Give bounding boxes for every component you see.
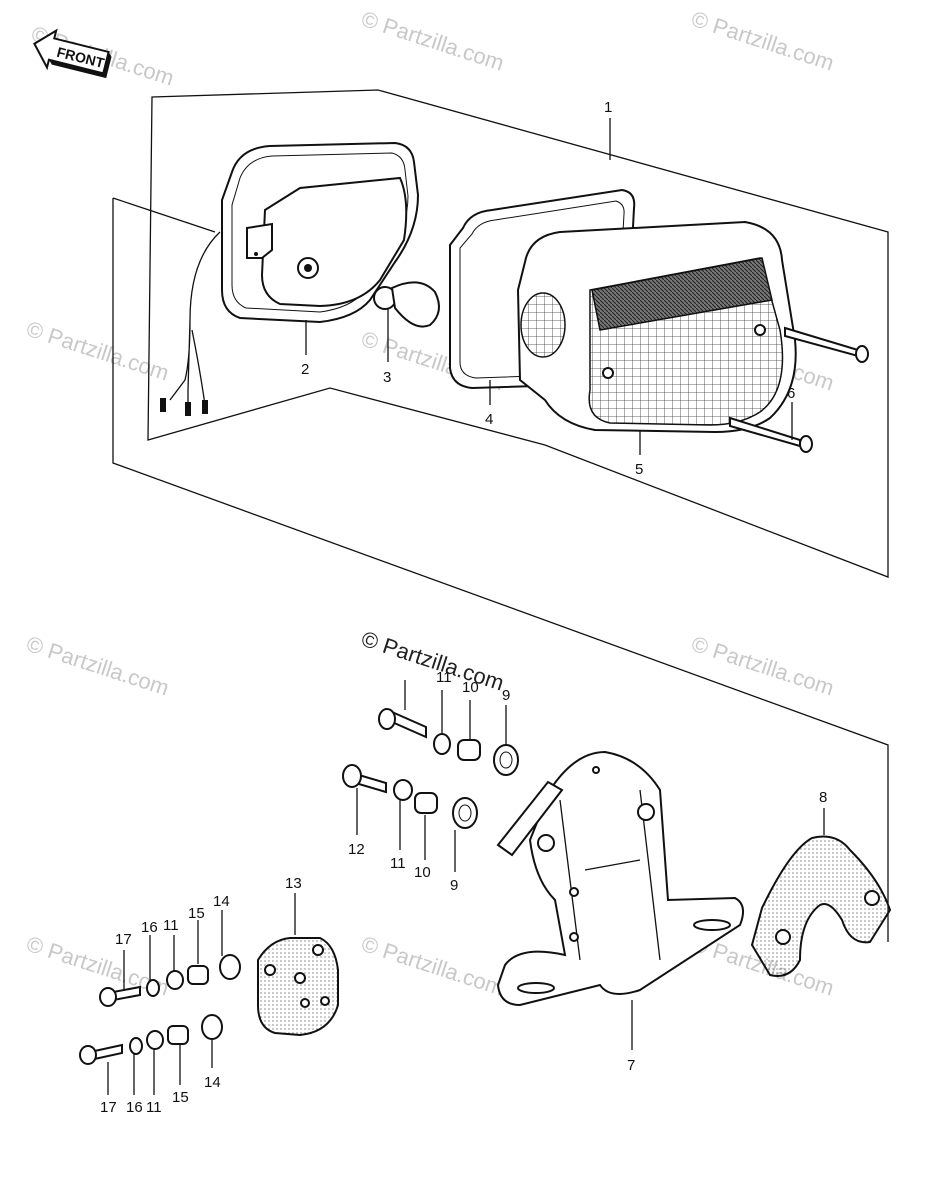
callout-12: 12: [348, 841, 365, 858]
taillight-lens: [516, 220, 797, 434]
callout-9b: 9: [450, 877, 458, 894]
mounting-plate: [750, 835, 892, 977]
hardware-set-lower: [79, 954, 241, 1065]
callout-16b: 16: [126, 1099, 143, 1116]
callout-7: 7: [627, 1057, 635, 1074]
callout-8: 8: [819, 789, 827, 806]
callout-5: 5: [635, 461, 643, 478]
callout-15b: 15: [172, 1089, 189, 1106]
callout-10a: 10: [462, 679, 479, 696]
callout-15a: 15: [188, 905, 205, 922]
callout-2: 2: [301, 361, 309, 378]
center-watermark: © Partzilla.com: [358, 626, 507, 696]
hardware-set-upper: [342, 708, 519, 829]
callout-9a: 9: [502, 687, 510, 704]
lens-screws: [729, 326, 869, 453]
callout-14a: 14: [213, 893, 230, 910]
callout-14b: 14: [204, 1074, 221, 1091]
watermark: © Partzilla.com: [358, 6, 507, 76]
callout-10b: 10: [414, 864, 431, 881]
watermark: © Partzilla.com: [688, 631, 837, 701]
callout-13: 13: [285, 875, 302, 892]
callout-11a: 11: [436, 669, 452, 686]
callout-1: 1: [604, 99, 612, 116]
callout-4: 4: [485, 411, 493, 428]
callout-11c: 11: [163, 917, 179, 934]
watermark: © Partzilla.com: [688, 6, 837, 76]
callout-11b: 11: [390, 855, 406, 872]
callout-3: 3: [383, 369, 391, 386]
callout-11d: 11: [146, 1099, 162, 1116]
watermark: © Partzilla.com: [358, 931, 507, 1001]
callout-6: 6: [787, 385, 795, 402]
bulb: [373, 281, 440, 328]
assembly-outline: [112, 89, 889, 942]
watermark-layer: © Partzilla.com © Partzilla.com © Partzi…: [23, 6, 837, 1001]
callout-17a: 17: [115, 931, 132, 948]
license-plate-bracket: [496, 750, 745, 1007]
front-arrow: FRONT: [33, 28, 112, 79]
taillight-housing: [160, 141, 420, 416]
callout-17b: 17: [100, 1099, 117, 1116]
watermark: © Partzilla.com: [23, 631, 172, 701]
leader-lines: [107, 118, 825, 1095]
callout-labels: 1 2 3 4 5 6 7 8 11 10 9 12 11 10 9 13 17…: [100, 99, 827, 1116]
reflector-plate: [257, 937, 339, 1037]
callout-16a: 16: [141, 919, 158, 936]
